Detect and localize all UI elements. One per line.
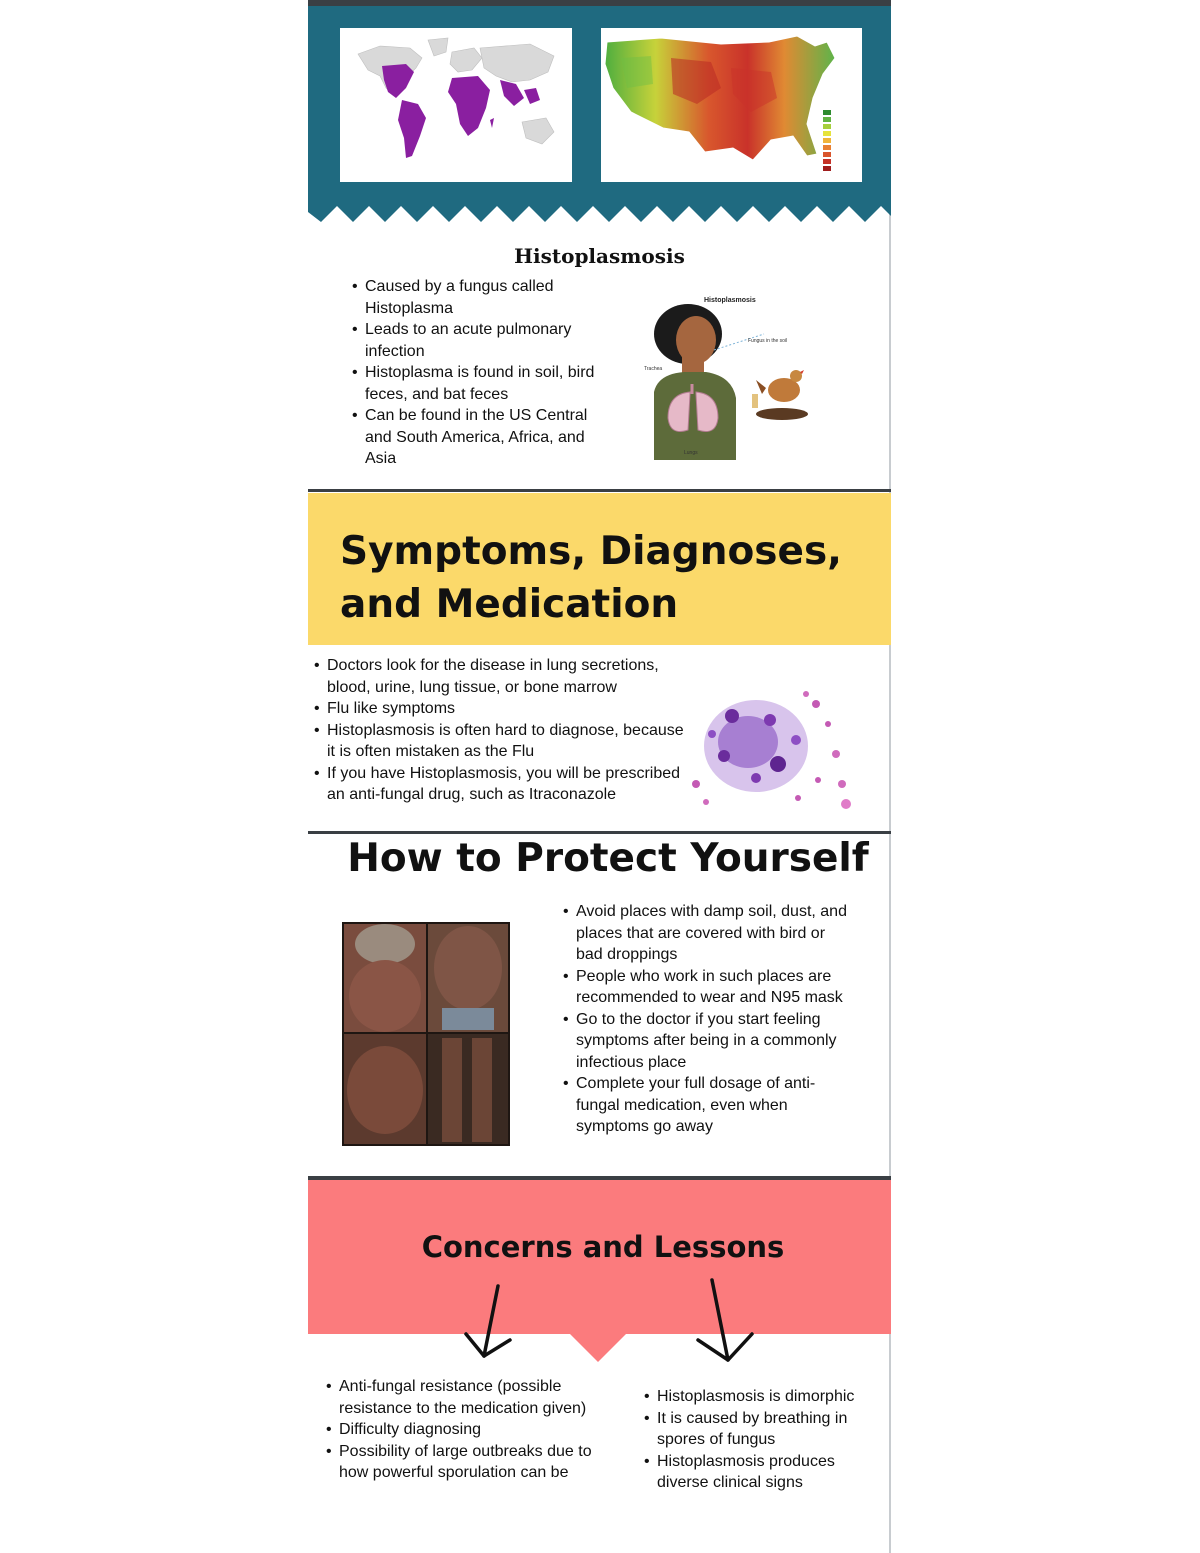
list-item: People who work in such places are recom…: [563, 966, 853, 1009]
list-item: Complete your full dosage of anti-fungal…: [563, 1073, 853, 1138]
illustration-label-lungs: Lungs: [684, 450, 698, 456]
intro-bullet-list: Caused by a fungus called Histoplasma Le…: [352, 276, 612, 470]
symptoms-header-band: [308, 493, 891, 645]
list-item: If you have Histoplasmosis, you will be …: [314, 763, 694, 806]
list-item: Doctors look for the disease in lung sec…: [314, 655, 694, 698]
illustration-title: Histoplasmosis: [704, 297, 756, 304]
arrow-down-left-icon: [464, 1284, 512, 1358]
microscopy-image: [686, 684, 856, 814]
list-item: Avoid places with damp soil, dust, and p…: [563, 901, 853, 966]
us-suitability-map: [601, 28, 862, 182]
skin-rash-photo: [342, 922, 510, 1146]
list-item: Anti-fungal resistance (possible resista…: [326, 1376, 596, 1419]
concerns-bullet-list: Anti-fungal resistance (possible resista…: [326, 1376, 596, 1484]
list-item: Flu like symptoms: [314, 698, 694, 720]
illustration-label-trachea: Trachea: [644, 366, 662, 372]
concerns-header-band: [308, 1178, 891, 1362]
list-item: It is caused by breathing in spores of f…: [644, 1408, 874, 1451]
histoplasmosis-title: Histoplasmosis: [514, 244, 685, 268]
arrow-down-right-icon: [696, 1278, 754, 1362]
illustration-label-fungus: Fungus in the soil: [748, 338, 787, 344]
protect-bullet-list: Avoid places with damp soil, dust, and p…: [563, 901, 853, 1138]
world-endemic-map: [340, 28, 572, 182]
section-divider: [308, 831, 891, 834]
section-divider: [308, 489, 891, 492]
list-item: Histoplasmosis is often hard to diagnose…: [314, 720, 694, 763]
map-banner: [308, 6, 891, 228]
list-item: Histoplasma is found in soil, bird feces…: [352, 362, 612, 405]
lessons-bullet-list: Histoplasmosis is dimorphic It is caused…: [644, 1386, 874, 1494]
protect-title: How to Protect Yourself: [347, 836, 869, 881]
list-item: Histoplasmosis produces diverse clinical…: [644, 1451, 874, 1494]
symptoms-title: Symptoms, Diagnoses, and Medication: [340, 529, 842, 627]
list-item: Histoplasmosis is dimorphic: [644, 1386, 874, 1408]
top-bar: [308, 0, 891, 6]
list-item: Difficulty diagnosing: [326, 1419, 596, 1441]
section-divider: [308, 1176, 891, 1180]
list-item: Leads to an acute pulmonary infection: [352, 319, 612, 362]
infographic-poster: Histoplasmosis Caused by a fungus called…: [308, 0, 891, 1553]
list-item: Caused by a fungus called Histoplasma: [352, 276, 612, 319]
list-item: Can be found in the US Central and South…: [352, 405, 612, 470]
suitability-legend: [823, 110, 831, 171]
list-item: Possibility of large outbreaks due to ho…: [326, 1441, 596, 1484]
infection-illustration: Histoplasmosis Fungus in the soil Trache…: [644, 290, 824, 460]
symptoms-bullet-list: Doctors look for the disease in lung sec…: [314, 655, 694, 806]
list-item: Go to the doctor if you start feeling sy…: [563, 1009, 853, 1074]
concerns-title: Concerns and Lessons: [421, 1230, 785, 1264]
